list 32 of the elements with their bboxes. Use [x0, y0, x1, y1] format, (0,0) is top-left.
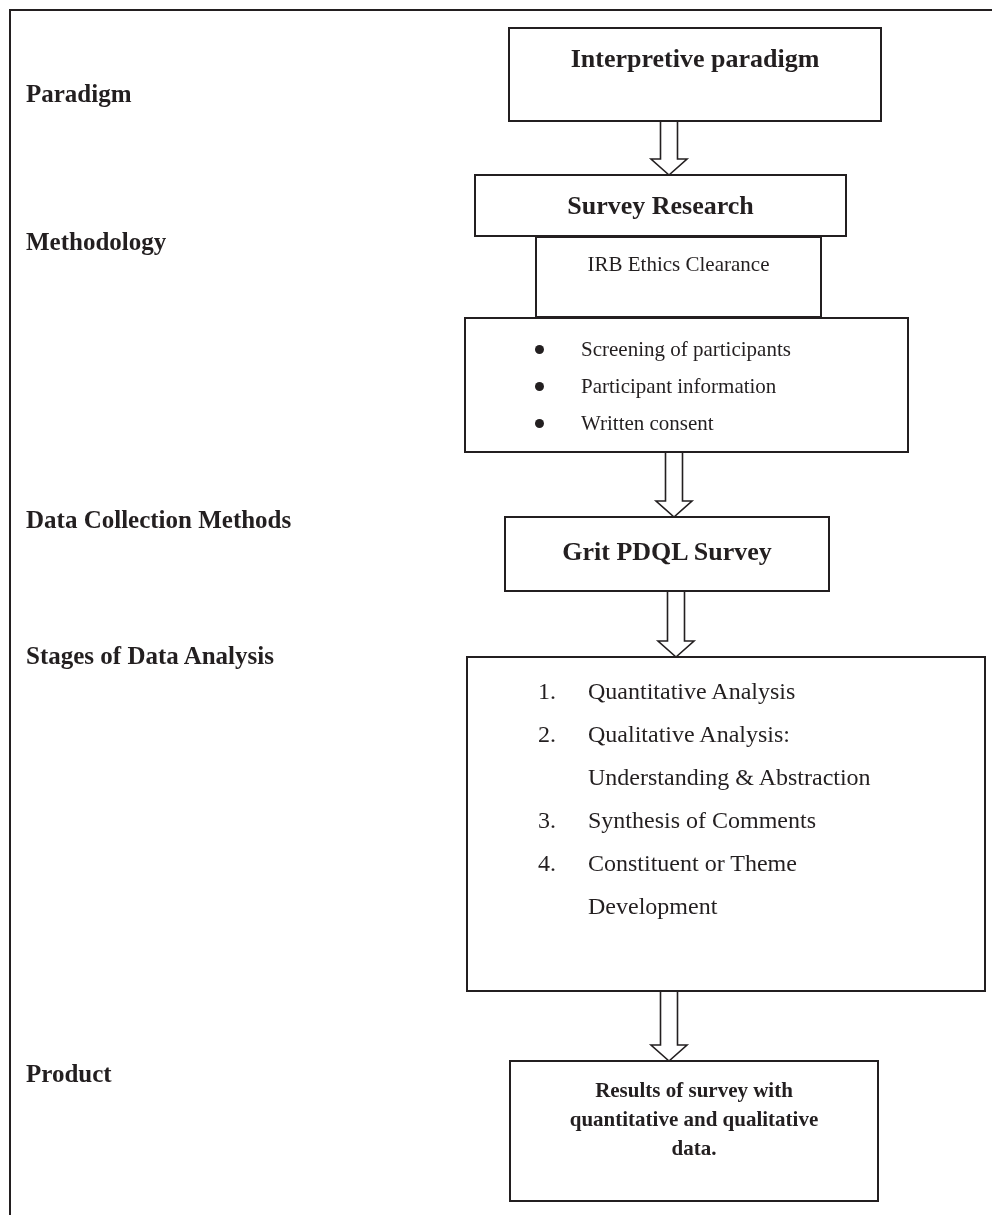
stage-heading: Methodology: [26, 228, 167, 256]
box-text: Survey Research: [566, 190, 755, 222]
list-number: 3.: [538, 806, 557, 835]
box-text: Interpretive paradigm: [569, 43, 821, 75]
process-box: [509, 1060, 879, 1202]
list-item-text: Participant information: [581, 374, 777, 398]
process-box: [474, 174, 847, 237]
process-box: [504, 516, 830, 592]
block-arrow: [655, 590, 697, 659]
process-box: [508, 27, 882, 122]
block-arrow: [648, 120, 690, 177]
list-item-text: Quantitative Analysis: [588, 677, 797, 706]
box-text: Results of survey with quantitative and qualitative data.: [568, 1077, 820, 1162]
block-arrow: [653, 451, 695, 519]
list-number: 4.: [538, 849, 557, 878]
box-text: Grit PDQL Survey: [561, 536, 773, 568]
block-arrow: [648, 990, 690, 1063]
list-item-text: Qualitative Analysis: Understanding & Abstraction: [588, 720, 872, 792]
list-box: [464, 317, 909, 453]
stage-heading: Stages of Data Analysis: [26, 642, 274, 670]
box-text: IRB Ethics Clearance: [586, 251, 771, 278]
stage-heading: Data Collection Methods: [26, 506, 292, 534]
list-item-text: Written consent: [581, 411, 714, 435]
process-box: [535, 236, 822, 318]
list-number: 2.: [538, 720, 557, 749]
list-item-text: Constituent or Theme Development: [588, 849, 798, 921]
list-item-text: Synthesis of Comments: [588, 806, 817, 835]
stage-heading: Product: [26, 1060, 112, 1088]
stage-heading: Paradigm: [26, 80, 132, 108]
list-item-text: Screening of participants: [581, 337, 791, 361]
list-box: [466, 656, 986, 992]
list-number: 1.: [538, 677, 557, 706]
